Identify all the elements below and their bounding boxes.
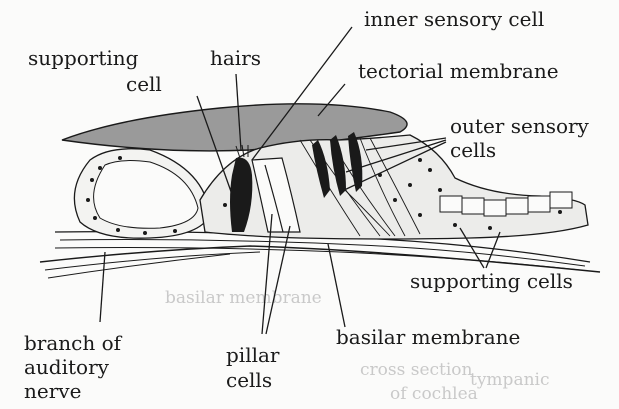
leader-branch-auditory-nerve — [100, 252, 105, 322]
label-outer-sensory-cells-line1: outer sensory — [450, 115, 589, 138]
label-tectorial-membrane: tectorial membrane — [358, 60, 559, 83]
label-supporting-cell-line2: cell — [126, 73, 162, 96]
label-outer-sensory-cells-line2: cells — [450, 139, 496, 162]
label-supporting-cell-line1: supporting — [28, 47, 138, 70]
left-supporting-cell-loop — [74, 149, 210, 238]
label-branch-line2: auditory — [24, 356, 109, 379]
label-branch-line1: branch of — [24, 332, 121, 355]
label-pillar-cells-line2: cells — [226, 369, 272, 392]
label-inner-sensory-cell: inner sensory cell — [364, 8, 544, 31]
label-hairs: hairs — [210, 47, 261, 70]
label-basilar-membrane: basilar membrane — [336, 326, 520, 349]
label-supporting-cells: supporting cells — [410, 270, 573, 293]
label-pillar-cells-line1: pillar — [226, 344, 279, 367]
label-branch-line3: nerve — [24, 380, 81, 403]
leader-basilar-membrane — [328, 244, 345, 327]
